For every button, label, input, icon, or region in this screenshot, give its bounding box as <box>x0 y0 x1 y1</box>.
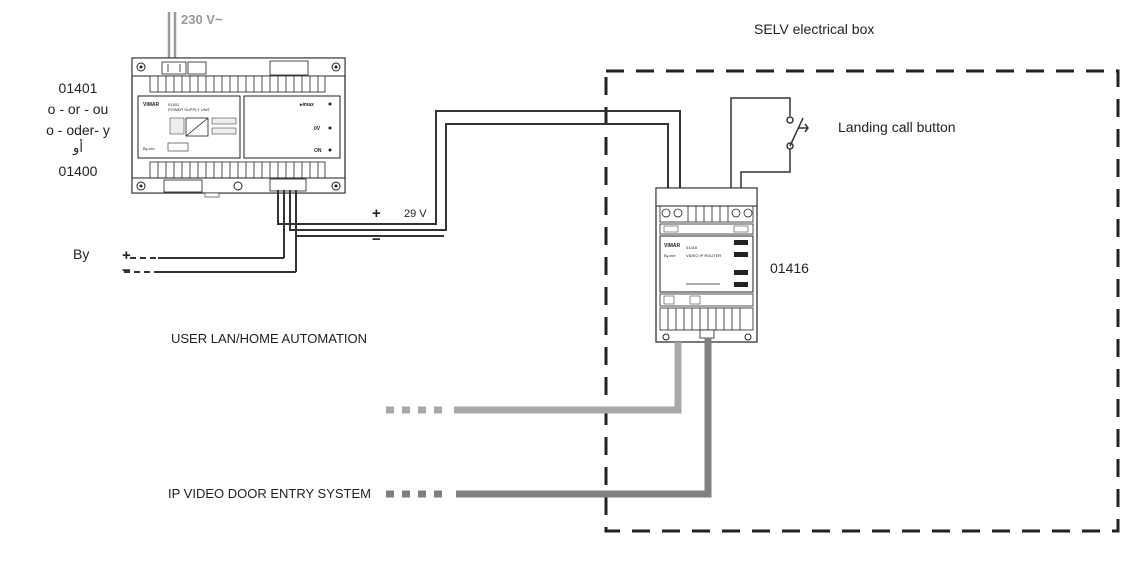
psu-alt-en: o - or - ou <box>47 101 109 117</box>
psu-alt-de: o - oder- y <box>46 122 110 138</box>
power-supply-unit: VIMAR 01401 POWER SUPPLY UNIT By-me ▸ima… <box>131 57 346 198</box>
ip-video-label: IP VIDEO DOOR ENTRY SYSTEM <box>168 486 371 501</box>
psu-alt-ar: أو <box>73 140 83 155</box>
lan-cable <box>386 342 682 414</box>
router-line: By-me <box>664 253 676 258</box>
by-plus-sign: + <box>122 247 131 264</box>
selv-box-outline <box>604 69 1120 533</box>
router-name: VIDEO IP ROUTER <box>686 253 721 258</box>
bus-minus-sign: − <box>372 231 381 248</box>
psu-model: 01401 <box>168 102 180 107</box>
user-lan-label: USER LAN/HOME AUTOMATION <box>171 331 367 346</box>
landing-call-label: Landing call button <box>838 119 956 135</box>
bus-plus-sign: + <box>372 205 381 222</box>
by-minus-sign: − <box>122 262 131 279</box>
router-model: 01416 <box>686 245 698 250</box>
landing-call-wires <box>730 97 791 188</box>
psu-line: By-me <box>143 146 155 151</box>
by-label: By <box>73 246 90 262</box>
bus-voltage-label: 29 V <box>404 208 427 220</box>
psu-state-on: ON <box>314 148 322 154</box>
psu-state-0v: 0V <box>314 126 321 132</box>
psu-code-a: 01401 <box>58 80 98 96</box>
mains-voltage-label: 230 V~ <box>181 12 223 27</box>
psu-name: POWER SUPPLY UNIT <box>168 107 211 112</box>
video-ip-router: VIMAR By-me 01416 VIDEO IP ROUTER <box>655 187 758 343</box>
push-button-symbol <box>786 116 809 150</box>
router-brand: VIMAR <box>664 243 681 249</box>
psu-brand: VIMAR <box>143 102 160 108</box>
ip-video-cable <box>386 338 712 498</box>
psu-code-b: 01400 <box>58 163 98 179</box>
selv-box-label: SELV electrical box <box>754 21 875 37</box>
psu-out-brand: ▸imax <box>299 102 314 108</box>
bus-wires-29v <box>124 110 681 273</box>
router-code-label: 01416 <box>770 260 809 276</box>
